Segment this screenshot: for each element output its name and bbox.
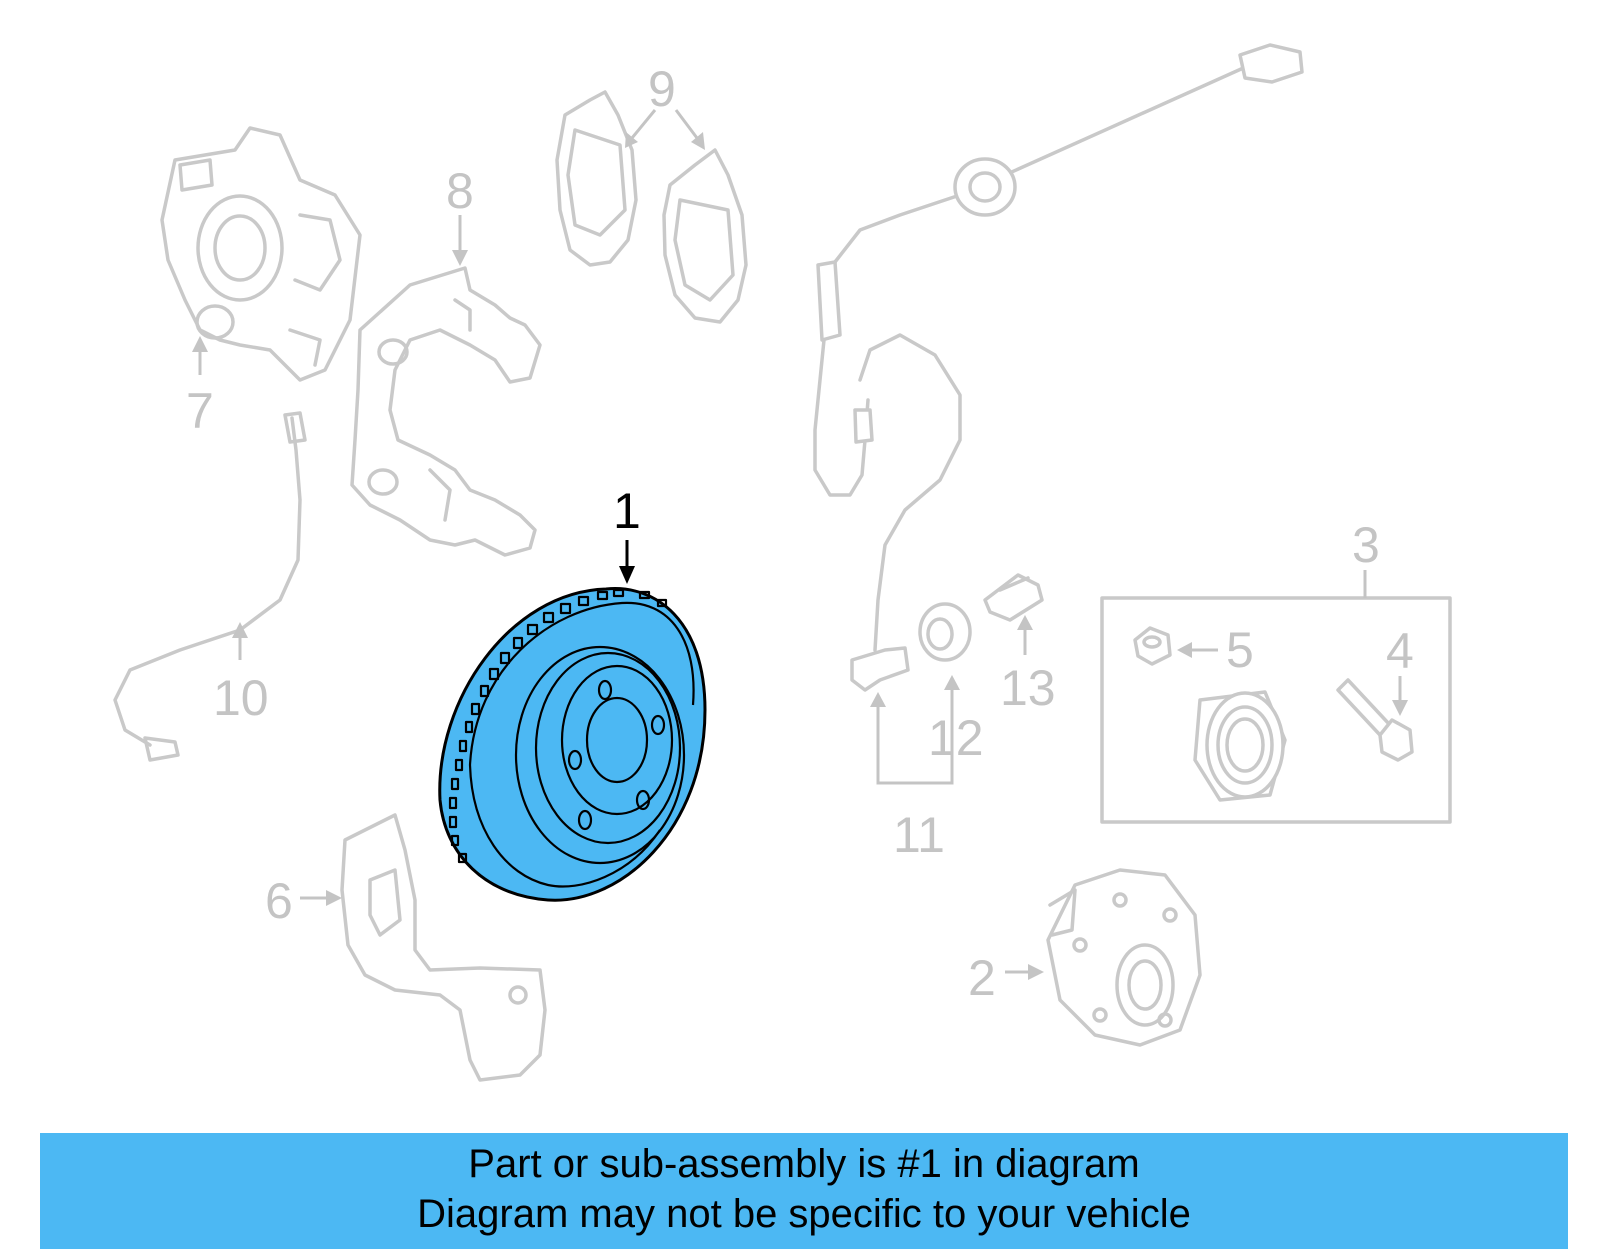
rotor-body <box>438 587 707 902</box>
callout-11: 11 <box>893 807 945 863</box>
callout-7: 7 <box>186 383 214 439</box>
brake-rotor-part-1 <box>438 587 707 902</box>
brake-hose-part-10 <box>113 411 307 762</box>
clip-part-13 <box>983 573 1044 622</box>
callout-10: 10 <box>213 670 269 726</box>
callout-3: 3 <box>1352 517 1380 573</box>
hub-part-2 <box>1046 868 1202 1047</box>
bolt-part-4 <box>1336 678 1414 762</box>
callout-5: 5 <box>1226 622 1254 678</box>
callout-1: 1 <box>613 483 641 539</box>
callout-9: 9 <box>648 61 676 117</box>
seal-part-12 <box>918 602 972 662</box>
info-banner: Part or sub-assembly is #1 in diagram Di… <box>40 1133 1568 1249</box>
nut-part-5 <box>1133 626 1172 666</box>
callout-4: 4 <box>1386 623 1414 679</box>
callout-8: 8 <box>446 163 474 219</box>
bearing-kit-box-part-3 <box>1100 596 1452 824</box>
caliper-bracket-part-8 <box>350 266 542 557</box>
splash-shield-part-6 <box>340 813 547 1082</box>
wheel-bearing <box>1193 690 1287 802</box>
banner-line-2: Diagram may not be specific to your vehi… <box>417 1192 1191 1236</box>
callout-13: 13 <box>1000 660 1056 716</box>
sensor-cable-part-11 <box>813 43 1304 692</box>
callout-2: 2 <box>968 950 996 1006</box>
callout-6: 6 <box>265 873 293 929</box>
banner-line-1: Part or sub-assembly is #1 in diagram <box>468 1142 1140 1186</box>
callout-12: 12 <box>928 710 984 766</box>
caliper-part-7 <box>160 126 362 382</box>
brake-pads-part-9 <box>555 90 748 324</box>
